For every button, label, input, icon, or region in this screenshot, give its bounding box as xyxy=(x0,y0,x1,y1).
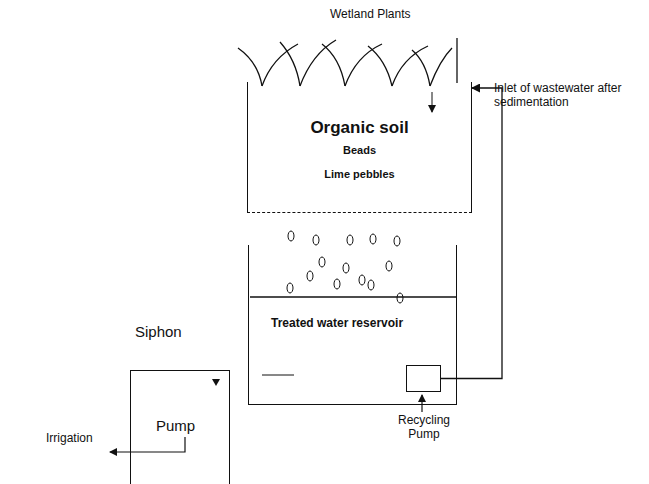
level-mark xyxy=(262,375,294,376)
reservoir-tank: Treated water reservoirRecycling Pump xyxy=(248,245,457,405)
tank-wall xyxy=(456,38,457,83)
plant-label: Wetland Plants xyxy=(330,8,411,22)
layer-label: Lime pebbles xyxy=(248,168,471,181)
wetland-plants xyxy=(238,40,452,86)
pump-label: Recycling Pump xyxy=(389,414,459,442)
inlet-label: Inlet of wastewater after sedimentation xyxy=(494,82,639,110)
siphon-label: Siphon xyxy=(135,323,182,340)
droplets xyxy=(287,231,403,303)
irrigation-label: Irrigation xyxy=(46,432,93,446)
inflow-arrow xyxy=(432,92,433,112)
recycling-pump: Recycling Pump xyxy=(406,365,441,392)
siphon-tank: SiphonPump xyxy=(130,370,230,484)
layer-label: Organic soil xyxy=(248,118,471,138)
layer-label: Beads xyxy=(248,144,471,157)
reservoir-label: Treated water reservoir xyxy=(271,317,403,331)
wetland-tank: Organic soilBeadsLime pebbles xyxy=(247,82,472,213)
leader-arrow xyxy=(421,395,422,412)
irrigation-pipe xyxy=(110,437,185,452)
level-triangle xyxy=(212,379,220,386)
water-line xyxy=(250,296,457,297)
pump-label: Pump xyxy=(156,417,195,434)
